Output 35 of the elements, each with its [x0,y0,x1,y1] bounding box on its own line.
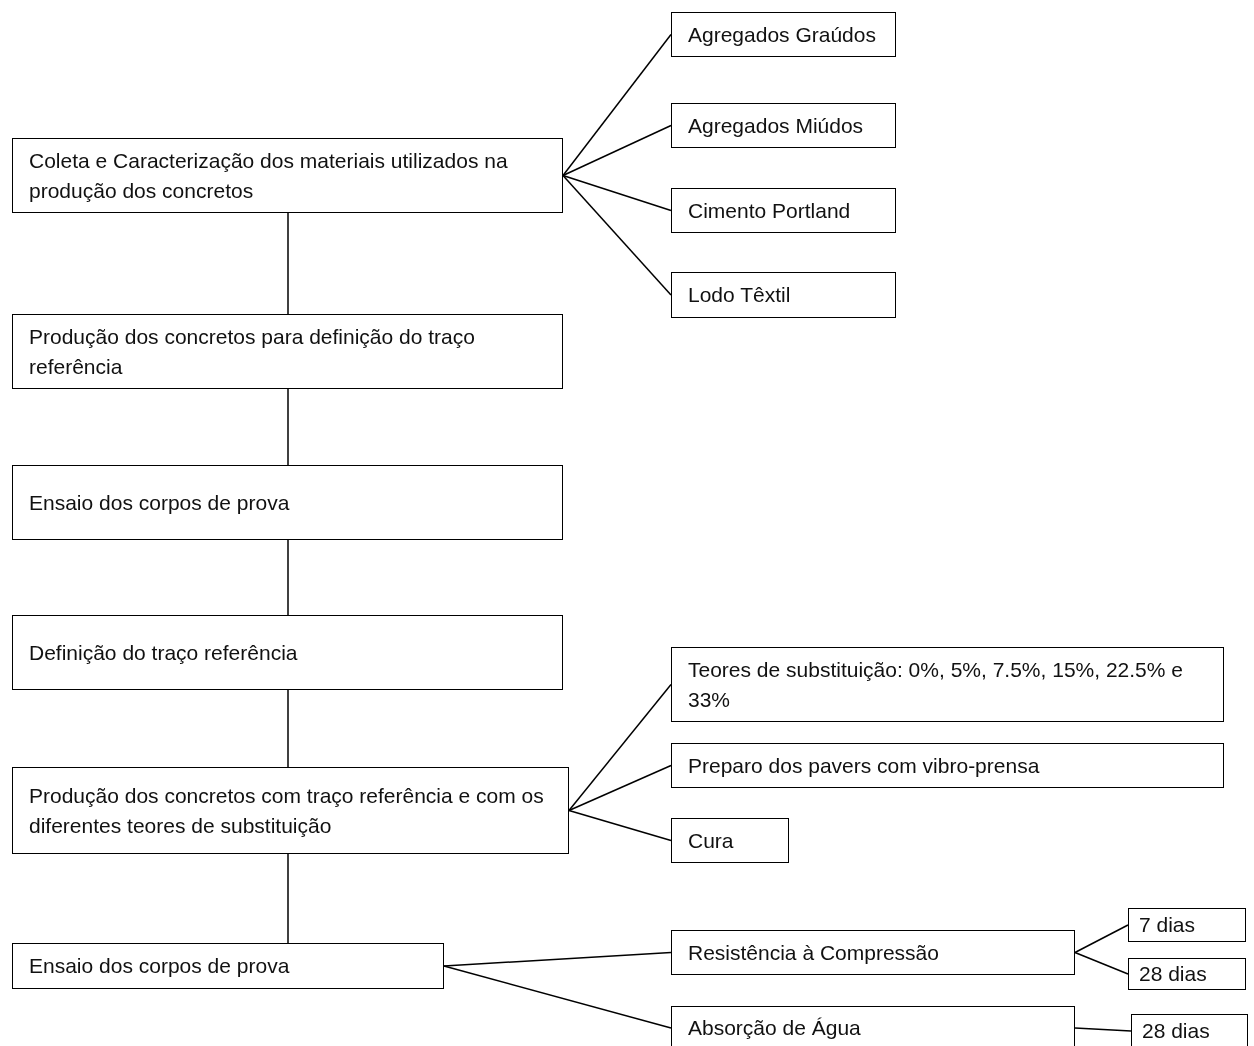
connector-line [568,683,672,812]
connector-line [287,853,289,944]
connector-line [1074,1027,1132,1032]
process-box: Preparo dos pavers com vibro-prensa [671,743,1224,788]
process-box: Produção dos concretos para definição do traço referência [12,314,563,389]
connector-line [287,212,289,315]
process-box: Absorção de Água [671,1006,1075,1046]
connector-line [443,951,672,967]
process-box: Ensaio dos corpos de prova [12,465,563,540]
process-box: Resistência à Compressão [671,930,1075,975]
connector-line [287,689,289,768]
process-box: Agregados Miúdos [671,103,896,148]
process-box: Cura [671,818,789,863]
connector-line [562,174,672,212]
process-box: Teores de substituição: 0%, 5%, 7.5%, 15%, 22.5% e 33% [671,647,1224,722]
connector-line [562,124,672,177]
process-box: Coleta e Caracterização dos materiais utilizados na produção dos concretos [12,138,563,213]
connector-line [568,809,672,842]
process-box: Agregados Graúdos [671,12,896,57]
process-box: Lodo Têxtil [671,272,896,318]
connector-line [1074,951,1129,975]
process-box: 28 dias [1128,958,1246,990]
connector-line [443,965,672,1029]
connector-line [562,174,672,296]
process-box: Definição do traço referência [12,615,563,690]
connector-line [562,33,672,177]
process-box: 7 dias [1128,908,1246,942]
connector-line [287,539,289,616]
process-box: Ensaio dos corpos de prova [12,943,444,989]
connector-line [287,388,289,466]
process-box: Cimento Portland [671,188,896,233]
connector-line [568,764,672,812]
process-box: 28 dias [1131,1014,1248,1046]
process-box: Produção dos concretos com traço referência e com os diferentes teores de substituição [12,767,569,854]
connector-line [1074,924,1129,954]
